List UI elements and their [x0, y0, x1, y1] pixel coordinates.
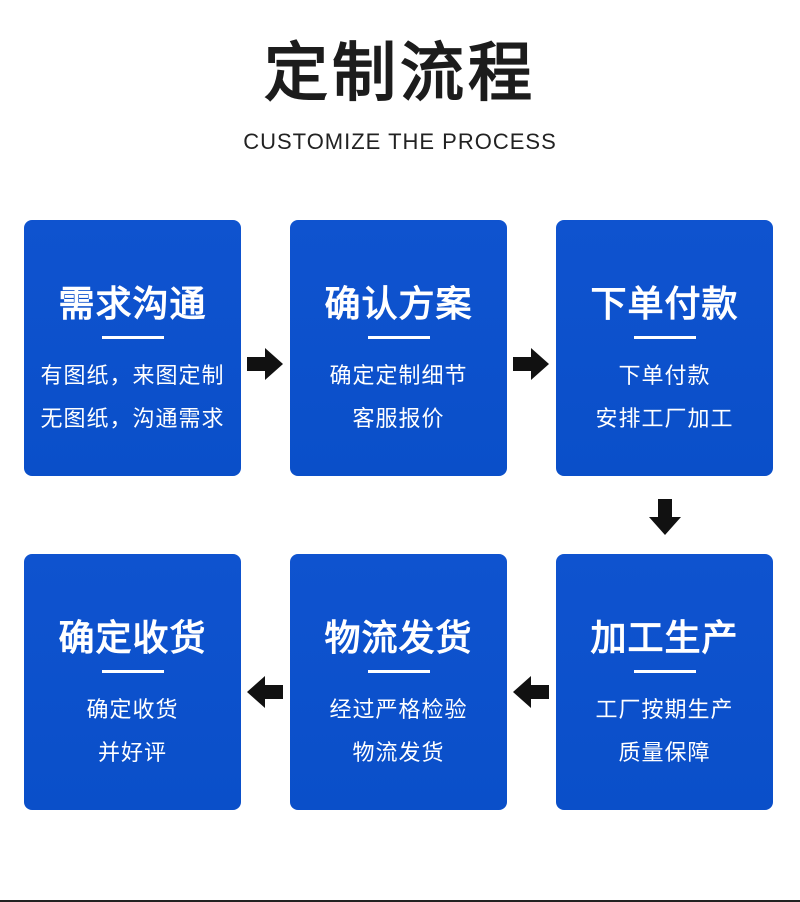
- step-description-line: 安排工厂加工: [595, 407, 734, 432]
- arrow-right-icon: [245, 344, 285, 384]
- step-title: 加工生产: [590, 618, 739, 659]
- step-description-line: 工厂按期生产: [595, 698, 734, 723]
- step-description-line: 经过严格检验: [329, 698, 468, 723]
- step-description-line: 确定收货: [86, 698, 179, 723]
- step-title: 确认方案: [324, 284, 473, 325]
- step-card-confirm-plan: 确认方案 确定定制细节 客服报价: [290, 220, 507, 476]
- page-title: 定制流程: [264, 37, 536, 111]
- page-subtitle: CUSTOMIZE THE PROCESS: [243, 129, 557, 154]
- step-title: 确定收货: [58, 618, 207, 659]
- step-card-order-payment: 下单付款 下单付款 安排工厂加工: [556, 220, 773, 476]
- arrow-right-icon: [511, 344, 551, 384]
- arrow-left-icon: [511, 672, 551, 712]
- step-divider: [102, 336, 164, 339]
- arrow-left-icon: [245, 672, 285, 712]
- step-card-production: 加工生产 工厂按期生产 质量保障: [556, 554, 773, 810]
- step-divider: [634, 336, 696, 339]
- step-divider: [634, 670, 696, 673]
- step-description-line: 质量保障: [618, 741, 711, 766]
- step-title: 物流发货: [324, 618, 473, 659]
- step-title: 需求沟通: [58, 284, 207, 325]
- bottom-divider: [0, 900, 800, 902]
- step-description-line: 无图纸，沟通需求: [40, 407, 225, 432]
- step-description-line: 下单付款: [618, 364, 711, 389]
- step-divider: [102, 670, 164, 673]
- step-card-confirm-receipt: 确定收货 确定收货 并好评: [24, 554, 241, 810]
- step-card-shipping: 物流发货 经过严格检验 物流发货: [290, 554, 507, 810]
- step-divider: [368, 670, 430, 673]
- step-description-line: 有图纸，来图定制: [40, 364, 225, 389]
- step-description-line: 确定定制细节: [329, 364, 468, 389]
- step-title: 下单付款: [590, 284, 739, 325]
- step-card-requirements: 需求沟通 有图纸，来图定制 无图纸，沟通需求: [24, 220, 241, 476]
- step-description-line: 客服报价: [352, 407, 445, 432]
- step-description-line: 物流发货: [352, 741, 445, 766]
- arrow-down-icon: [645, 497, 685, 537]
- step-description-line: 并好评: [97, 741, 167, 766]
- step-divider: [368, 336, 430, 339]
